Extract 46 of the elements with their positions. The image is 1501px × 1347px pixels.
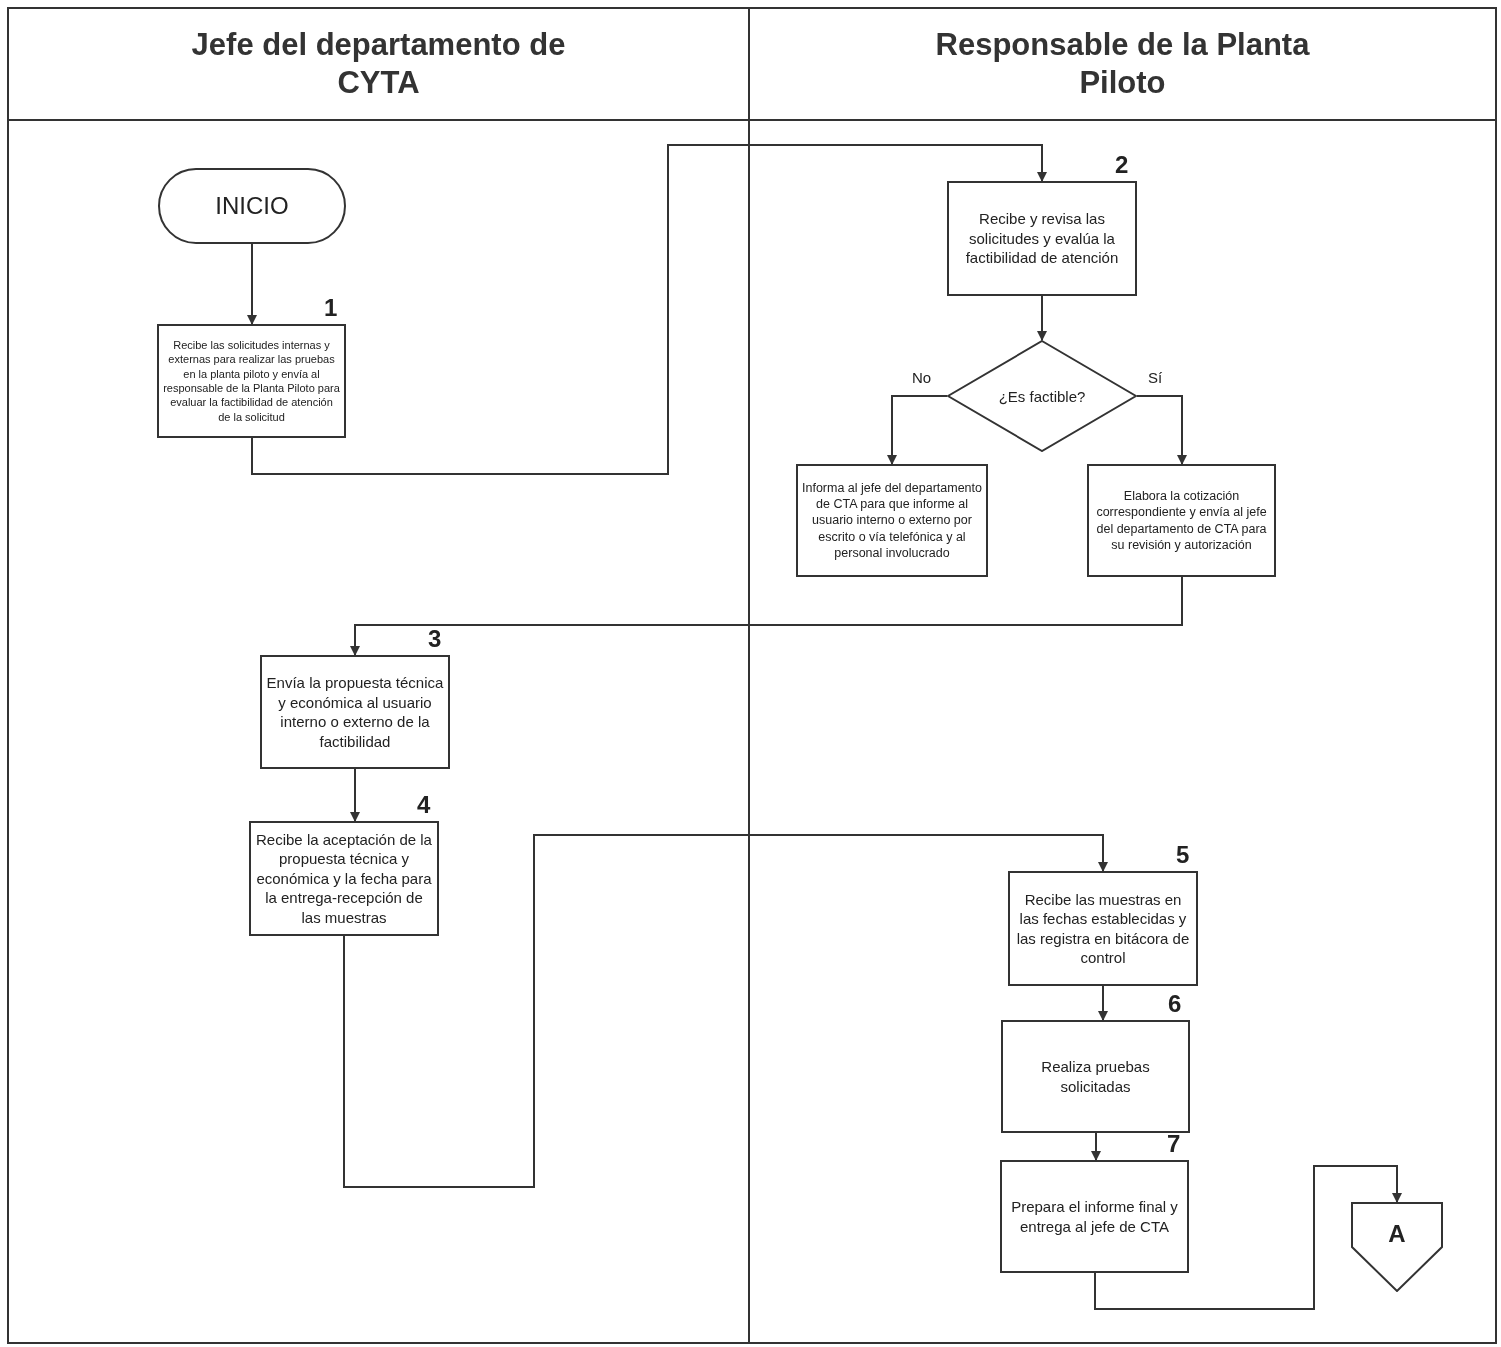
step-text: Realiza pruebas solicitadas xyxy=(1040,1057,1151,1096)
connector-arrow xyxy=(1091,1132,1101,1161)
process-box xyxy=(260,655,450,769)
connector-arrow xyxy=(1136,395,1187,465)
swimlane xyxy=(7,7,750,1344)
connector-arrow xyxy=(1094,1165,1402,1310)
step-text: Informa al jefe del departamento de CTA para que informe al usuario interno o externo por escrito o vía telefónica y al personal involucrado xyxy=(802,479,982,562)
process-box xyxy=(249,821,439,936)
start-label: INICIO xyxy=(215,192,289,220)
decision-diamond xyxy=(947,340,1137,452)
step-text: Recibe la aceptación de la propuesta técnica y económica y la fecha para la entrega-recepción de las muestras xyxy=(255,829,433,928)
step-number: 7 xyxy=(1167,1130,1181,1158)
off-page-connector xyxy=(1351,1202,1443,1292)
connector-arrow xyxy=(350,768,360,822)
process-box xyxy=(1001,1020,1190,1133)
process-box xyxy=(1087,464,1276,577)
step-text: Envía la propuesta técnica y económica al usuario interno o externo de la factibilidad xyxy=(266,673,444,751)
connector-letter: A xyxy=(1388,1220,1406,1248)
process-box xyxy=(796,464,988,577)
swimlane xyxy=(748,7,1497,1344)
question-text: ¿Es factible? xyxy=(998,387,1086,405)
step-number: 6 xyxy=(1168,990,1182,1018)
step-text: Recibe y revisa las solicitudes y evalúa la factibilidad de atención xyxy=(964,209,1120,268)
connector-arrow xyxy=(251,144,1047,475)
step-number: 2 xyxy=(1115,151,1129,179)
step-text: Elabora la cotización correspondiente y envía al jefe del departamento de CTA para su revisión y autorización xyxy=(1095,488,1268,553)
process-box xyxy=(1000,1160,1189,1273)
step-text: Recibe las muestras en las fechas establecidas y las registra en bitácora de control xyxy=(1015,889,1191,968)
connector-arrow xyxy=(1098,985,1108,1021)
lane-title: Jefe del departamento de CYTA xyxy=(190,26,567,102)
connector-arrow xyxy=(343,834,1108,1188)
process-box xyxy=(947,181,1137,296)
connector-arrow xyxy=(1037,295,1047,341)
step-number: 5 xyxy=(1176,841,1190,869)
step-text: Recibe las solicitudes internas y externas para realizar las pruebas en la planta piloto y envía al responsable de la Planta Piloto para evaluar la factibilidad de atención de la solicitud xyxy=(163,338,340,424)
step-number: 4 xyxy=(417,791,431,819)
lane-title: Responsable de la Planta Piloto xyxy=(934,26,1311,102)
connector-arrow xyxy=(887,395,948,465)
process-box xyxy=(157,324,346,438)
step-text: Prepara el informe final y entrega al jefe de CTA xyxy=(1010,1197,1179,1236)
step-number: 3 xyxy=(428,625,442,653)
connector-arrow xyxy=(247,243,257,325)
connector-arrow xyxy=(350,576,1183,656)
process-box xyxy=(1008,871,1198,986)
edge-label: Sí xyxy=(1146,369,1165,386)
step-number: 1 xyxy=(324,294,338,322)
